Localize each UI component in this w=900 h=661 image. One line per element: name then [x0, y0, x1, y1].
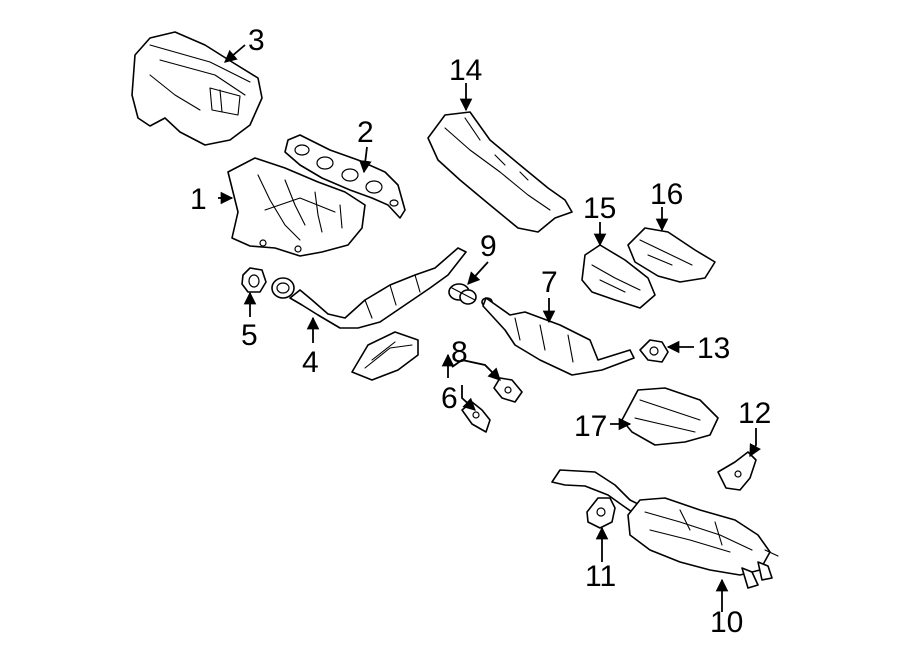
part-5-gasket — [241, 267, 267, 293]
part-9-clamp — [448, 283, 477, 305]
part-14-heat-shield — [427, 111, 573, 233]
callout-17: 17 — [574, 410, 607, 443]
part-13-clamp — [639, 339, 669, 363]
part-7-intermediate-pipe — [481, 297, 635, 376]
callout-15: 15 — [583, 192, 616, 225]
part-2-manifold-gasket — [284, 134, 406, 219]
part-4-converter-heat-shield — [351, 331, 419, 381]
callout-10: 10 — [710, 606, 743, 639]
callout-8: 8 — [451, 336, 468, 369]
callout-3: 3 — [248, 24, 265, 57]
part-6-hanger — [461, 401, 491, 433]
callout-14: 14 — [449, 54, 482, 87]
part-3-engine-cover — [131, 31, 263, 146]
callout-4: 4 — [302, 346, 319, 379]
part-17-heat-shield — [621, 387, 719, 446]
callout-labels: 1 2 3 4 5 6 7 8 9 10 11 12 13 14 15 16 1… — [190, 24, 771, 639]
callout-9: 9 — [480, 230, 497, 263]
callout-7: 7 — [541, 266, 558, 299]
callout-2: 2 — [357, 116, 374, 149]
part-11-hanger-bracket — [586, 497, 616, 529]
callout-11: 11 — [585, 560, 616, 593]
callout-6: 6 — [441, 382, 458, 415]
callout-13: 13 — [697, 332, 730, 365]
callout-12: 12 — [738, 397, 771, 430]
callout-1: 1 — [190, 183, 207, 216]
callout-16: 16 — [650, 178, 683, 211]
part-8-hanger — [493, 377, 523, 403]
part-15-heat-shield — [581, 244, 656, 309]
part-10-rear-muffler — [551, 469, 779, 589]
leader-lines — [218, 44, 761, 612]
part-1-exhaust-manifold — [227, 157, 366, 257]
callout-5: 5 — [241, 319, 258, 352]
part-4-front-pipe-catalytic-converter — [271, 247, 467, 329]
part-12-bracket — [717, 451, 757, 491]
